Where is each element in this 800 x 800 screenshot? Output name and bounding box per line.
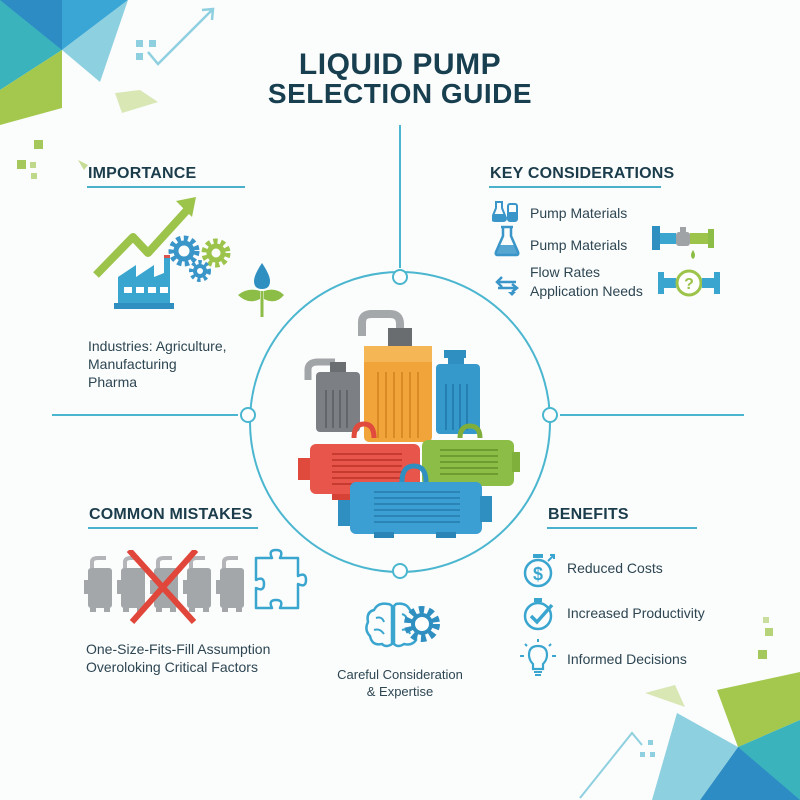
importance-heading: IMPORTANCE [88,165,197,182]
benefit-label: Reduced Costs [567,560,663,576]
application-needs-label: Application Needs [530,283,643,299]
key-considerations-heading: KEY CONSIDERATIONS [490,165,675,182]
consideration-label: Pump Materials [530,205,628,221]
caption-line: Careful Consideration [337,667,463,682]
importance-line: Pharma [88,374,138,390]
caption-line: & Expertise [366,684,434,699]
common-mistakes-text: One-Size-Fits-Fill Assumption Overolokin… [86,640,270,676]
factory-icon [114,255,174,309]
lightbulb-icon [520,639,556,676]
center-caption: Careful Consideration & Expertise [300,666,500,700]
check-stopwatch-icon [523,598,554,631]
trend-arrow-icon [93,197,196,278]
consideration-label: Flow Rates Application Needs [530,263,643,301]
pipe-question-icon: ? [658,269,720,297]
benefits-heading: BENEFITS [548,506,629,523]
puzzle-piece-icon [254,548,308,610]
pipe-valve-icon [652,226,714,259]
importance-line: Manufacturing [88,356,177,372]
svg-text:$: $ [533,564,543,584]
gears-icon [168,235,231,282]
decor-top-left [0,0,215,179]
water-plant-icon [238,263,284,317]
pumps-cluster-illustration [298,310,520,538]
mistake-line: One-Size-Fits-Fill Assumption [86,641,271,657]
importance-illustration [93,197,284,317]
mistake-line: Overoloking Critical Factors [86,659,258,675]
page-title-line2: SELECTION GUIDE [267,78,533,109]
common-mistakes-heading: COMMON MISTAKES [89,506,253,523]
benefit-label: Informed Decisions [567,651,687,667]
brain-gear-icon [365,602,440,648]
consideration-label: Pump Materials [530,237,628,253]
flow-arrows-icon [495,276,520,296]
flow-rates-label: Flow Rates [530,264,601,280]
importance-line: Industries: Agriculture, [88,338,227,354]
svg-text:?: ? [684,276,694,293]
common-mistakes-underline [88,527,258,529]
page-title-line1: LIQUID PUMP [298,48,502,81]
flasks-icon [492,201,518,222]
decor-bottom-right [579,617,800,800]
key-considerations-underline [489,186,661,188]
dollar-stopwatch-icon: $ [523,554,555,588]
crossed-pumps-icon [84,550,244,625]
importance-text: Industries: Agriculture, Manufacturing P… [88,337,227,391]
benefit-label: Increased Productivity [567,605,705,621]
benefits-underline [547,527,697,529]
importance-underline [87,186,245,188]
beaker-icon [494,225,520,257]
